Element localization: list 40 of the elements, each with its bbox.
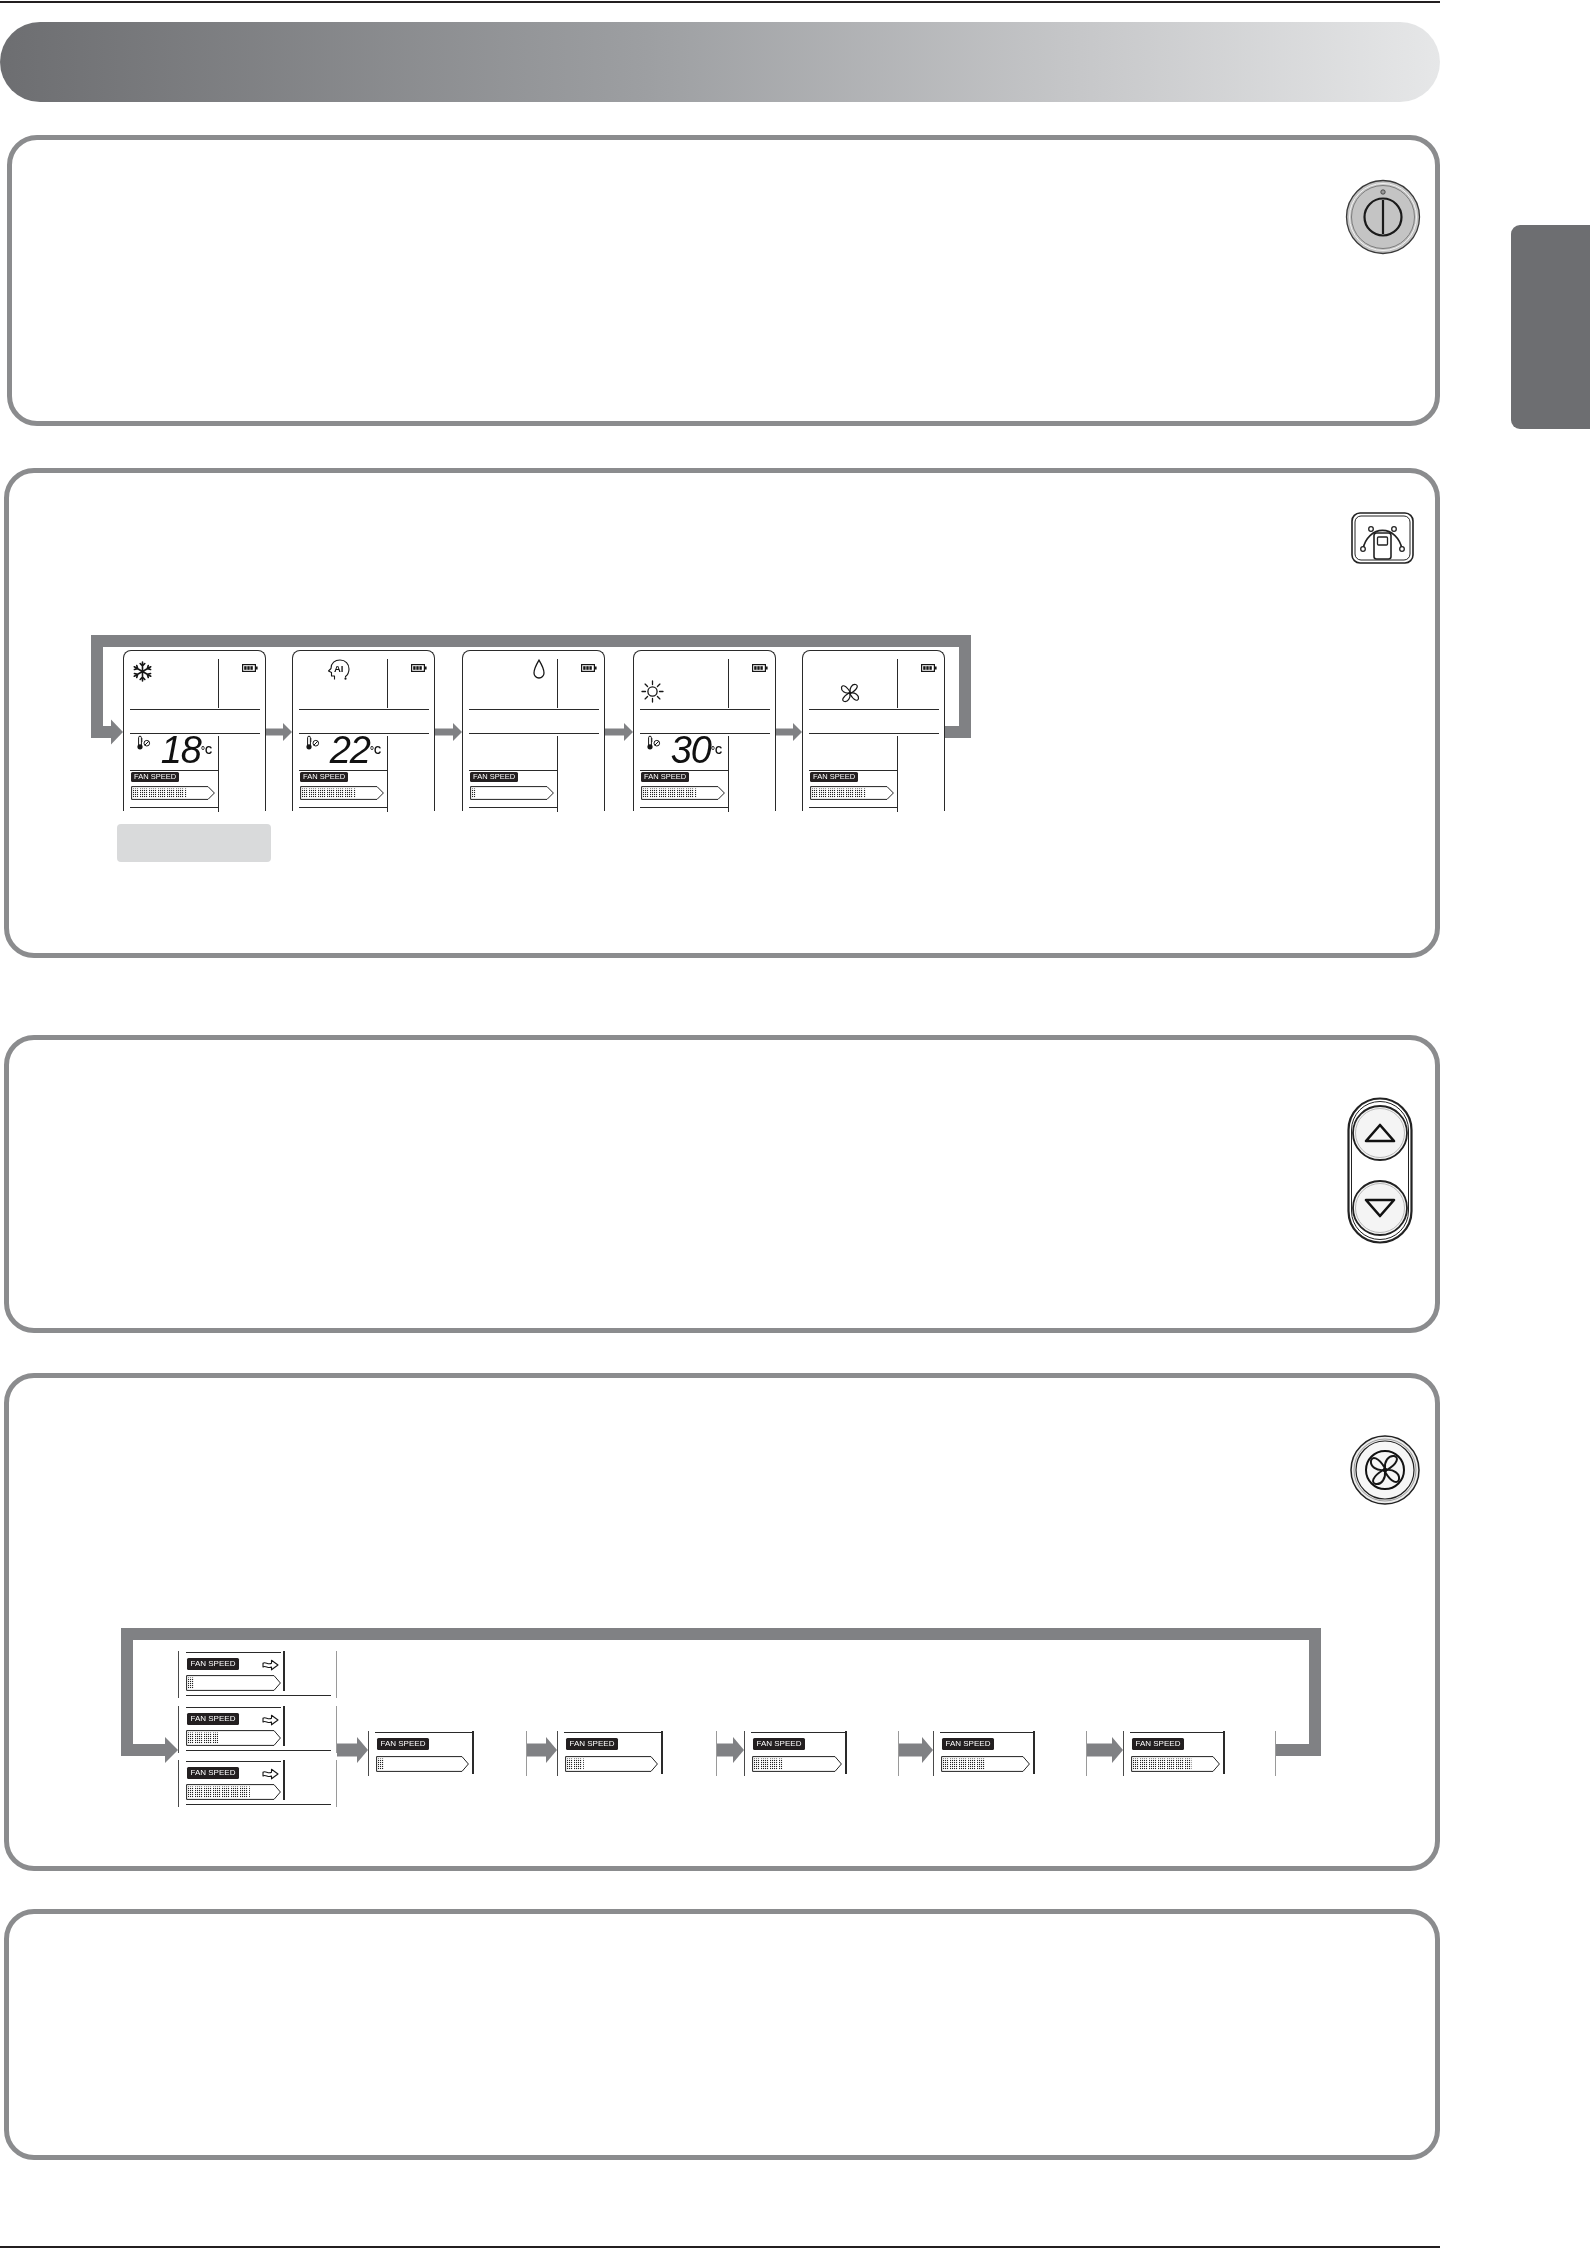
lcd-screen <box>123 650 266 811</box>
fan-speed-readout <box>178 1760 337 1807</box>
fan-speed-label: FAN SPEED <box>377 1738 429 1750</box>
fan-speed-label: FAN SPEED <box>187 1658 239 1670</box>
flow-arrow <box>527 1737 557 1763</box>
flow-arrow <box>1087 1737 1123 1763</box>
temperature-readout: 22 <box>329 735 370 765</box>
flow-arrow <box>899 1737 933 1763</box>
fan-speed-label: FAN SPEED <box>1132 1738 1184 1750</box>
fan-speed-label: FAN SPEED <box>187 1713 239 1725</box>
loop-arrow <box>91 635 971 745</box>
fan-speed-readout <box>368 1731 527 1776</box>
flow-arrow <box>717 1737 744 1763</box>
fan-speed-readout <box>1123 1731 1276 1776</box>
lcd-screen <box>292 650 435 811</box>
fan-speed-label: FAN SPEED <box>753 1738 805 1750</box>
fan-speed-label: FAN SPEED <box>566 1738 618 1750</box>
temperature-unit: °C <box>370 745 382 756</box>
fan-speed-label: FAN SPEED <box>942 1738 994 1750</box>
fan-speed-readout <box>178 1651 337 1698</box>
fan-speed-readout <box>557 1731 717 1776</box>
fan-speed-label: FAN SPEED <box>187 1767 239 1779</box>
fan-speed-readout <box>178 1706 337 1753</box>
lcd-screen <box>802 650 945 811</box>
temperature-readout: 30 <box>670 735 711 765</box>
flow-arrow <box>605 723 633 741</box>
mode-text: AI <box>334 663 344 674</box>
flow-arrow <box>337 1737 368 1763</box>
flow-arrow <box>776 723 802 741</box>
fan-speed-readout <box>933 1731 1087 1776</box>
temperature-unit: °C <box>711 745 723 756</box>
flow-arrow <box>435 723 462 741</box>
fan-speed-readout <box>744 1731 899 1776</box>
lcd-screen <box>462 650 605 811</box>
temperature-readout: 18 <box>160 735 201 765</box>
temperature-unit: °C <box>201 745 213 756</box>
flow-arrow <box>266 723 292 741</box>
side-tab <box>1511 225 1590 429</box>
loop-arrow <box>121 1628 1321 1763</box>
lcd-screen <box>633 650 776 811</box>
